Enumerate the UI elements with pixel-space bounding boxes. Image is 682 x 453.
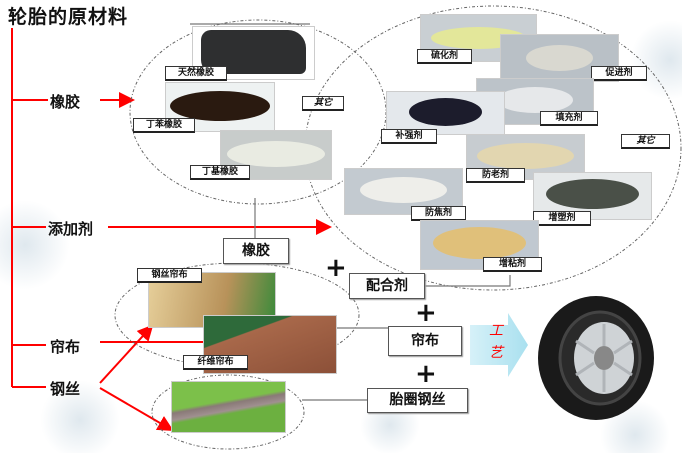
label-plasticizer: 增塑剂 [533,211,591,226]
plus-sign: + [415,359,437,389]
label-reinforcer: 补强剂 [381,129,437,144]
label-butyl-rubber: 丁基橡胶 [190,165,250,180]
box-rubber: 橡胶 [223,238,289,264]
plus-sign: + [325,253,347,283]
label-antioxidant: 防老剂 [466,168,525,183]
tire-image [538,296,654,420]
label-natural-rubber: 天然橡胶 [165,66,227,81]
reinforcer-image [386,91,505,135]
category-additive: 添加剂 [48,220,94,238]
plus-sign: + [415,298,437,328]
label-vulcanizer: 硫化剂 [417,49,472,64]
slide-title: 轮胎的原材料 [8,6,129,28]
bead-wire-image [171,381,286,433]
category-cord: 帘布 [50,338,81,356]
label-rubber-other: 其它 [302,96,344,111]
natural-rubber-image [192,26,315,80]
label-antiscorch: 防焦剂 [411,206,466,221]
label-additive-other: 其它 [621,134,670,149]
process-arrow-icon [470,313,528,377]
box-compound: 配合剂 [349,273,425,299]
label-fiber-cord: 纤维帘布 [183,355,248,370]
label-sbr: 丁苯橡胶 [133,118,195,133]
process-label: 工艺 [489,323,503,361]
category-rubber: 橡胶 [50,93,81,111]
tackifier-image [420,220,539,270]
label-steel-cord: 钢丝帘布 [137,268,202,283]
butyl-rubber-image [220,130,332,180]
label-filler: 填充剂 [540,111,598,126]
label-tackifier: 增粘剂 [483,257,542,272]
label-accelerator: 促进剂 [591,66,647,81]
category-wire: 钢丝 [50,380,81,398]
box-bead-wire: 胎圈钢丝 [367,388,468,413]
box-cord: 帘布 [388,326,462,356]
